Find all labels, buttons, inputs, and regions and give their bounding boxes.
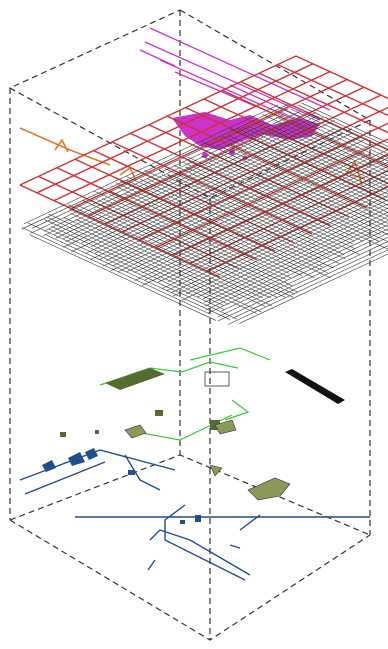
black-bar: [285, 369, 345, 404]
blue-blocks: [42, 448, 201, 524]
olive-patch-layer: [124, 419, 291, 501]
magenta-line-layer: [139, 27, 331, 123]
dashed-frame: [8, 9, 372, 641]
frame-bottom-face: [9, 519, 371, 641]
street-network-layer: [21, 102, 388, 325]
blue-network-layer: [19, 449, 370, 581]
green-outline-layer: [99, 347, 271, 441]
frame-bottom-back: [9, 454, 371, 536]
